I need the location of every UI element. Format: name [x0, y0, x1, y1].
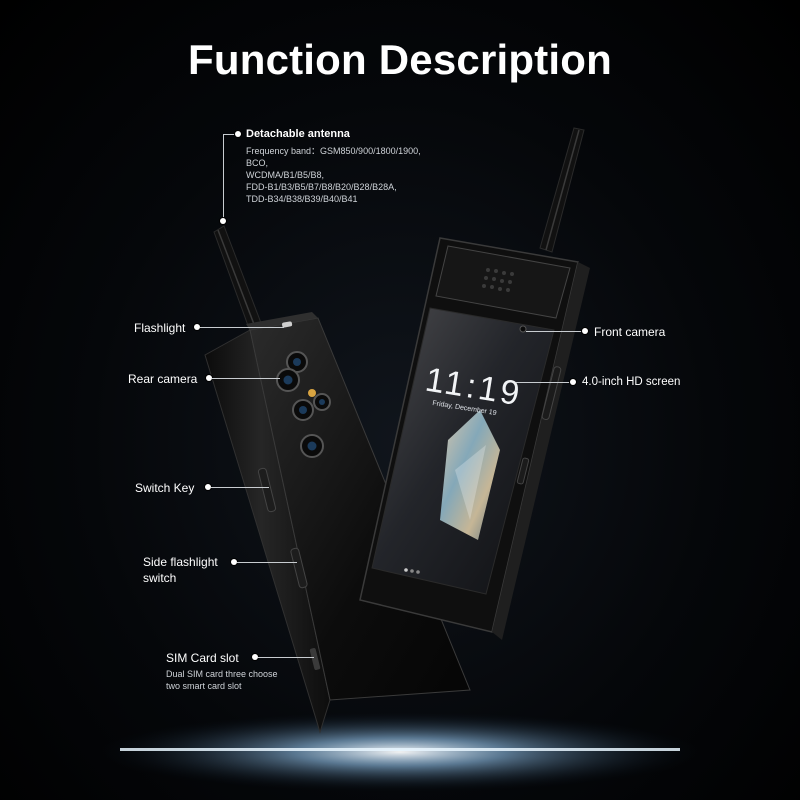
antenna-callout-dot: [235, 131, 241, 137]
right-phone: [359, 127, 590, 640]
flashlight-leader-line: [200, 327, 284, 328]
page-title: Function Description: [188, 36, 612, 83]
antenna-label: Detachable antenna: [246, 128, 350, 140]
screen-label: 4.0-inch HD screen: [582, 376, 681, 388]
front-camera-label: Front camera: [594, 325, 666, 339]
switch-key-label: Switch Key: [135, 481, 195, 495]
antenna-leader-line-top: [223, 134, 237, 135]
antenna-leader-line: [223, 134, 224, 220]
screen-leader-line: [516, 382, 570, 383]
screen-callout-dot: [570, 379, 576, 385]
switch-key-leader-line: [211, 487, 269, 488]
antenna-details-line-4: FDD-B1/B3/B5/B7/B8/B20/B28/B28A,: [246, 182, 397, 192]
platform-glow: [100, 712, 700, 792]
rear-camera-leader-line: [212, 378, 280, 379]
sim-slot-callout-dot: [252, 654, 258, 660]
rear-camera-label: Rear camera: [128, 372, 198, 386]
flashlight-callout-dot: [194, 324, 200, 330]
sim-slot-details-line-1: Dual SIM card three choose: [166, 669, 278, 679]
side-flashlight-label-line-2: switch: [143, 571, 177, 585]
antenna-details-line-5: TDD-B34/B38/B39/B40/B41: [246, 194, 358, 204]
rear-camera-module: [276, 351, 331, 458]
antenna-details-line-3: WCDMA/B1/B5/B8,: [246, 170, 325, 180]
switch-key-callout-dot: [205, 484, 211, 490]
flashlight-label: Flashlight: [134, 321, 186, 335]
antenna-anchor-dot: [220, 218, 226, 224]
sim-slot-leader-line: [258, 657, 314, 658]
side-flashlight-leader-line: [237, 562, 297, 563]
side-flashlight-callout-dot: [231, 559, 237, 565]
front-camera-leader-line: [526, 331, 582, 332]
antenna-details-line-2: BCO,: [246, 158, 269, 168]
side-flashlight-label-line-1: Side flashlight: [143, 555, 218, 569]
sim-slot-details-line-2: two smart card slot: [166, 681, 242, 691]
sim-slot-label: SIM Card slot: [166, 651, 239, 665]
antenna-details-line-1: Frequency band：GSM850/900/1800/1900,: [246, 146, 421, 156]
rear-camera-callout-dot: [206, 375, 212, 381]
front-camera-callout-dot: [582, 328, 588, 334]
